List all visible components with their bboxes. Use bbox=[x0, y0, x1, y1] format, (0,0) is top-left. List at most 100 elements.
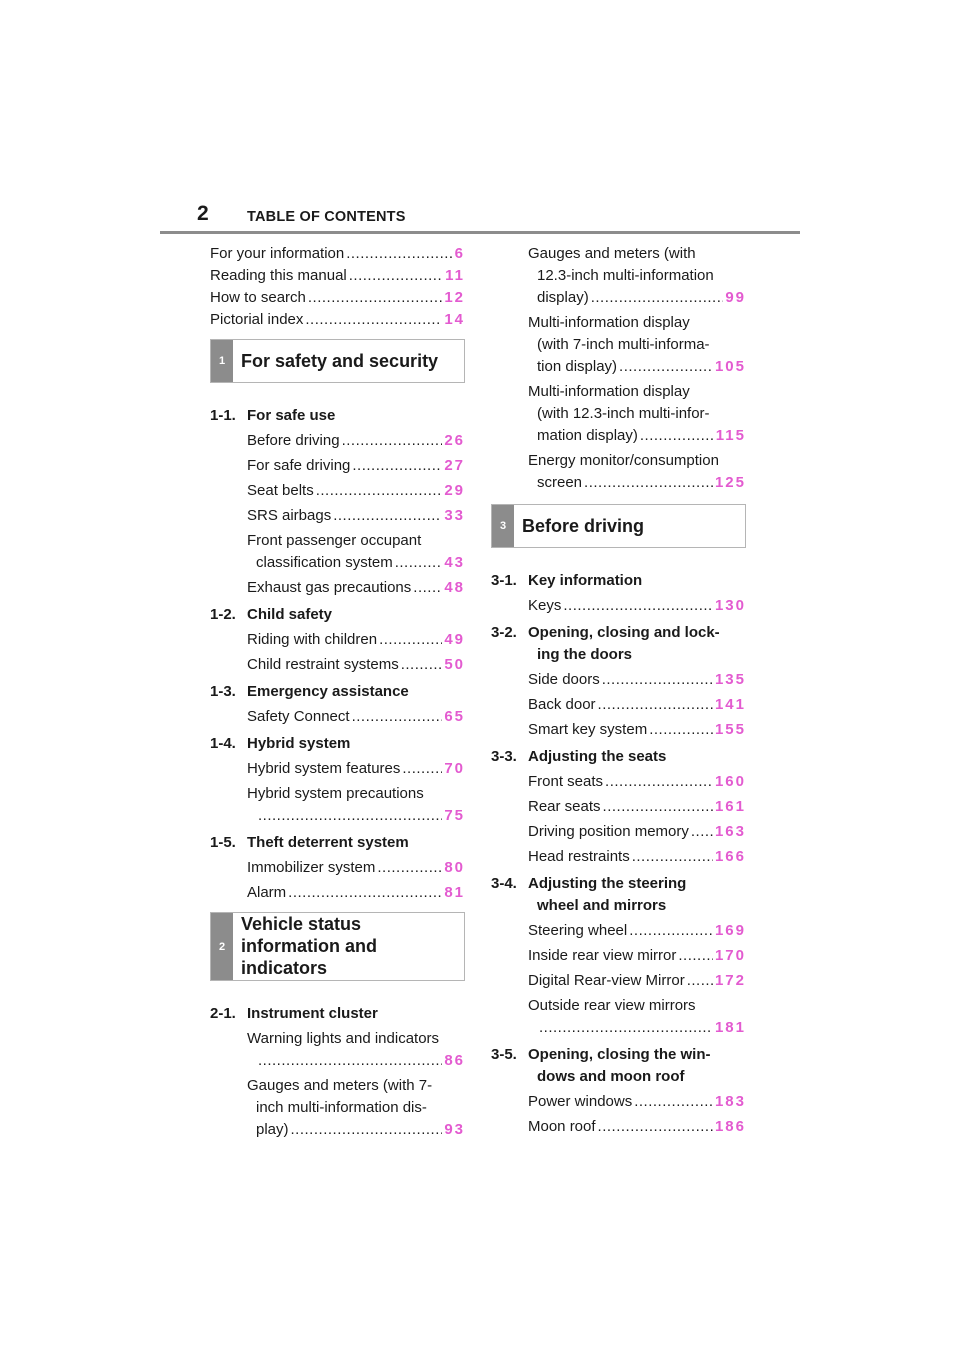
entry-label: Alarm bbox=[247, 884, 287, 901]
toc-entry[interactable]: Digital Rear-view Mirror172 bbox=[528, 970, 746, 992]
page-link[interactable]: 6 bbox=[454, 245, 465, 262]
entry-label: Riding with children bbox=[247, 631, 378, 648]
toc-entry[interactable]: Multi-information display (with 7-inch m… bbox=[528, 312, 746, 378]
page-link[interactable]: 93 bbox=[444, 1121, 465, 1138]
subsection-heading[interactable]: 3-2.Opening, closing and lock-ing the do… bbox=[491, 622, 746, 666]
toc-entry[interactable]: Immobilizer system 80 bbox=[247, 857, 465, 879]
subsection-heading[interactable]: 1-2.Child safety bbox=[210, 604, 465, 626]
page-link[interactable]: 80 bbox=[444, 859, 465, 876]
subsection-heading[interactable]: 1-5.Theft deterrent system bbox=[210, 832, 465, 854]
toc-entry[interactable]: Front seats160 bbox=[528, 771, 746, 793]
page-link[interactable]: 26 bbox=[444, 432, 465, 449]
subsection-heading[interactable]: 3-5.Opening, closing the win-dows and mo… bbox=[491, 1044, 746, 1088]
page-link[interactable]: 49 bbox=[444, 631, 465, 648]
entry-label-cont: 12.3-inch multi-information bbox=[537, 267, 714, 284]
page-link[interactable]: 11 bbox=[445, 267, 465, 284]
page-link[interactable]: 48 bbox=[444, 579, 465, 596]
page-link[interactable]: 125 bbox=[714, 474, 746, 491]
toc-entry[interactable]: Hybrid system precautions 75 bbox=[247, 783, 465, 827]
page-link[interactable]: 115 bbox=[715, 427, 746, 444]
subsection-heading[interactable]: 3-3.Adjusting the seats bbox=[491, 746, 746, 768]
page-link[interactable]: 50 bbox=[444, 656, 465, 673]
toc-entry[interactable]: Reading this manual11 bbox=[210, 265, 465, 287]
section-title-line: information and bbox=[241, 936, 377, 956]
section-title: Before driving bbox=[522, 516, 645, 536]
toc-entry[interactable]: Child restraint systems50 bbox=[247, 654, 465, 676]
page-link[interactable]: 141 bbox=[714, 696, 746, 713]
section-header-2[interactable]: 2 Vehicle status information and indicat… bbox=[210, 912, 465, 981]
page-link[interactable]: 43 bbox=[444, 554, 465, 571]
page-link[interactable]: 169 bbox=[714, 922, 746, 939]
toc-entry[interactable]: How to search12 bbox=[210, 287, 465, 309]
section-header-3[interactable]: 3 Before driving bbox=[491, 504, 746, 548]
toc-entry[interactable]: Gauges and meters (with 7- inch multi-in… bbox=[247, 1075, 465, 1141]
toc-entry[interactable]: For your information6 bbox=[210, 243, 465, 265]
toc-entry[interactable]: Gauges and meters (with 12.3-inch multi-… bbox=[528, 243, 746, 309]
entry-label: Rear seats bbox=[528, 798, 601, 815]
toc-entry[interactable]: Steering wheel 169 bbox=[528, 920, 746, 942]
toc-entry[interactable]: Driving position memory163 bbox=[528, 821, 746, 843]
page-link[interactable]: 183 bbox=[714, 1093, 746, 1110]
page-link[interactable]: 14 bbox=[444, 311, 465, 328]
toc-entry[interactable]: SRS airbags33 bbox=[247, 505, 465, 527]
entry-label: Immobilizer system bbox=[247, 859, 376, 876]
toc-entry[interactable]: Exhaust gas precautions48 bbox=[247, 577, 465, 599]
subsection-heading[interactable]: 2-1.Instrument cluster bbox=[210, 1003, 465, 1025]
page-link[interactable]: 163 bbox=[714, 823, 746, 840]
toc-entry[interactable]: Alarm 81 bbox=[247, 882, 465, 904]
page-link[interactable]: 27 bbox=[444, 457, 465, 474]
toc-entry[interactable]: Side doors 135 bbox=[528, 669, 746, 691]
toc-entry[interactable]: Moon roof186 bbox=[528, 1116, 746, 1138]
toc-left-column: For your information6 Reading this manua… bbox=[210, 243, 465, 1141]
page-link[interactable]: 166 bbox=[714, 848, 746, 865]
toc-entry[interactable]: Power windows183 bbox=[528, 1091, 746, 1113]
section-header-1[interactable]: 1 For safety and security bbox=[210, 339, 465, 383]
page-link[interactable]: 161 bbox=[714, 798, 746, 815]
subsection-title: Emergency assistance bbox=[247, 683, 409, 700]
toc-entry[interactable]: Back door141 bbox=[528, 694, 746, 716]
subsection-heading[interactable]: 1-1.For safe use bbox=[210, 405, 465, 427]
toc-entry[interactable]: Warning lights and indicators 86 bbox=[247, 1028, 465, 1072]
toc-entry[interactable]: Safety Connect65 bbox=[247, 706, 465, 728]
page-link[interactable]: 135 bbox=[714, 671, 746, 688]
entry-label: Hybrid system features bbox=[247, 760, 401, 777]
entry-label: Steering wheel bbox=[528, 922, 628, 939]
toc-entry[interactable]: Energy monitor/consumption screen125 bbox=[528, 450, 746, 494]
page-link[interactable]: 105 bbox=[714, 358, 746, 375]
toc-entry[interactable]: Before driving26 bbox=[247, 430, 465, 452]
toc-entry[interactable]: Hybrid system features 70 bbox=[247, 758, 465, 780]
page-link[interactable]: 186 bbox=[714, 1118, 746, 1135]
page-link[interactable]: 160 bbox=[714, 773, 746, 790]
page-link[interactable]: 65 bbox=[444, 708, 465, 725]
toc-entry[interactable]: Multi-information display (with 12.3-inc… bbox=[528, 381, 746, 447]
toc-entry[interactable]: Smart key system155 bbox=[528, 719, 746, 741]
page-link[interactable]: 155 bbox=[714, 721, 746, 738]
toc-entry[interactable]: For safe driving27 bbox=[247, 455, 465, 477]
entry-label: Side doors bbox=[528, 671, 600, 688]
page-link[interactable]: 99 bbox=[725, 289, 746, 306]
page-link[interactable]: 130 bbox=[714, 597, 746, 614]
page-link[interactable]: 33 bbox=[444, 507, 465, 524]
subsection-heading[interactable]: 1-4.Hybrid system bbox=[210, 733, 465, 755]
toc-entry[interactable]: Keys130 bbox=[528, 595, 746, 617]
page-link[interactable]: 70 bbox=[444, 760, 465, 777]
toc-entry[interactable]: Rear seats 161 bbox=[528, 796, 746, 818]
page-link[interactable]: 29 bbox=[444, 482, 465, 499]
toc-entry[interactable]: Front passenger occupant classification … bbox=[247, 530, 465, 574]
toc-entry[interactable]: Pictorial index14 bbox=[210, 309, 465, 331]
toc-entry[interactable]: Inside rear view mirror170 bbox=[528, 945, 746, 967]
page-link[interactable]: 181 bbox=[714, 1019, 746, 1036]
page-link[interactable]: 170 bbox=[714, 947, 746, 964]
subsection-heading[interactable]: 3-1.Key information bbox=[491, 570, 746, 592]
page-link[interactable]: 81 bbox=[444, 884, 465, 901]
page-link[interactable]: 172 bbox=[714, 972, 746, 989]
subsection-heading[interactable]: 1-3.Emergency assistance bbox=[210, 681, 465, 703]
page-link[interactable]: 12 bbox=[444, 289, 465, 306]
toc-entry[interactable]: Riding with children 49 bbox=[247, 629, 465, 651]
toc-entry[interactable]: Outside rear view mirrors 181 bbox=[528, 995, 746, 1039]
toc-entry[interactable]: Seat belts29 bbox=[247, 480, 465, 502]
page-link[interactable]: 86 bbox=[444, 1052, 465, 1069]
toc-entry[interactable]: Head restraints166 bbox=[528, 846, 746, 868]
page-link[interactable]: 75 bbox=[444, 807, 465, 824]
